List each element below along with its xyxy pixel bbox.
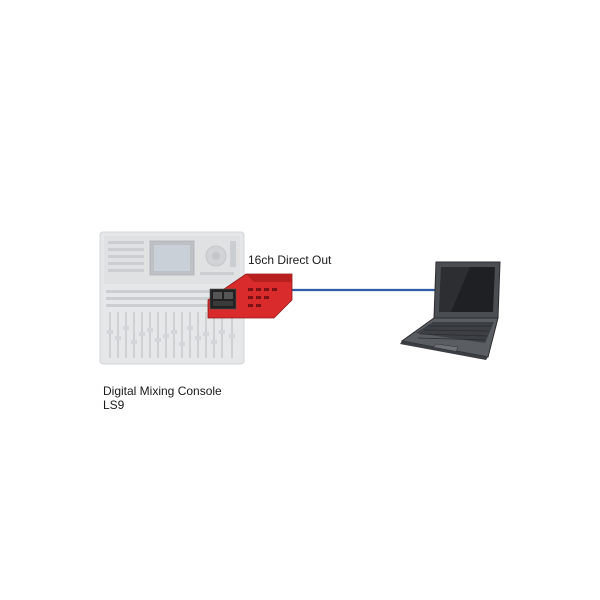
console-name-label: Digital Mixing Console — [103, 384, 222, 398]
console-model-label: LS9 — [103, 398, 125, 412]
mixing-console-image — [99, 231, 245, 365]
laptop-image — [400, 261, 501, 360]
interface-card — [207, 273, 293, 319]
connection-label: 16ch Direct Out — [248, 253, 332, 267]
